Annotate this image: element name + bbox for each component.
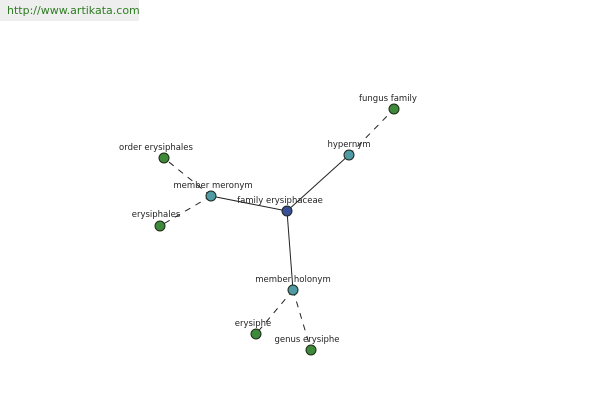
- node-fungus-family[interactable]: [388, 103, 400, 115]
- node-label-fungus-family[interactable]: fungus family: [359, 94, 417, 104]
- edge-family-to-member-meronym: [210, 195, 288, 212]
- node-hypernym[interactable]: [343, 149, 355, 161]
- edge-family-to-hypernym: [286, 154, 350, 212]
- labels-layer: family erysiphaceae hypernym member merony…: [119, 94, 417, 345]
- edges-layer: [159, 108, 395, 351]
- node-erysiphales[interactable]: [154, 220, 166, 232]
- source-url-link[interactable]: http://www.artikata.com: [0, 0, 140, 21]
- edge-member-holonym-to-erysiphe: [255, 289, 294, 335]
- node-family[interactable]: [281, 205, 293, 217]
- edge-family-to-member-holonym: [286, 210, 294, 291]
- edge-member-meronym-to-order-erysiphales: [163, 157, 212, 197]
- node-genus-erysiphe[interactable]: [305, 344, 317, 356]
- node-label-order-erysiphales[interactable]: order erysiphales: [119, 143, 193, 153]
- edge-member-holonym-to-genus-erysiphe: [292, 289, 312, 351]
- node-label-family[interactable]: family erysiphaceae: [237, 196, 323, 206]
- node-label-hypernym[interactable]: hypernym: [327, 140, 370, 150]
- edge-hypernym-to-fungus-family: [348, 108, 395, 156]
- node-member-meronym[interactable]: [205, 190, 217, 202]
- node-label-member-holonym[interactable]: member holonym: [255, 275, 330, 285]
- node-erysiphe[interactable]: [250, 328, 262, 340]
- node-member-holonym[interactable]: [287, 284, 299, 296]
- node-label-member-meronym[interactable]: member meronym: [173, 181, 252, 191]
- node-label-erysiphales[interactable]: erysiphales: [132, 210, 181, 220]
- edge-member-meronym-to-erysiphales: [159, 195, 212, 227]
- node-order-erysiphales[interactable]: [158, 152, 170, 164]
- nodes-layer: [154, 103, 400, 356]
- node-label-erysiphe[interactable]: erysiphe: [235, 319, 272, 329]
- node-label-genus-erysiphe[interactable]: genus erysiphe: [274, 335, 339, 345]
